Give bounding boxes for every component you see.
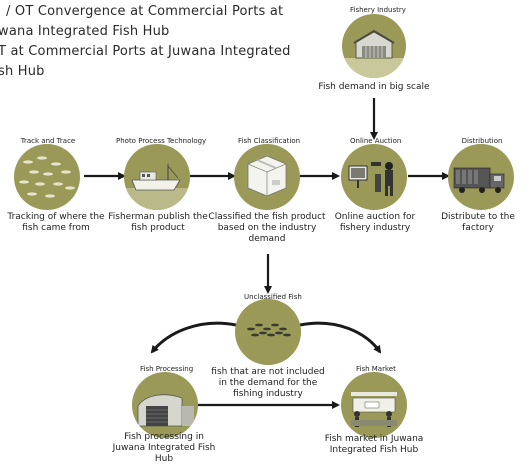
- fishing-ship-icon: [124, 164, 190, 210]
- online-auction-label: Online Auction: [350, 137, 402, 145]
- fish-market-label: Fish Market: [356, 365, 396, 373]
- heading-line-4: sh Hub: [0, 64, 45, 79]
- track-trace-node: [14, 144, 80, 210]
- fish-processing-node: [132, 372, 198, 438]
- fishery-industry-label: Fishery Industry: [350, 6, 406, 14]
- fish-school-icon: [19, 156, 75, 198]
- warehouse-icon: [137, 394, 194, 427]
- fish-classification-label: Fish Classification: [238, 137, 301, 145]
- online-auction-caption: Online auction for fishery industry: [334, 212, 416, 233]
- photo-process-caption: Fisherman publish the fish product: [108, 212, 208, 233]
- track-trace-caption: Tracking of where the fish came from: [7, 212, 105, 233]
- market-stall-icon: [351, 392, 397, 427]
- factory-icon: [342, 29, 406, 78]
- distribution-label: Distribution: [461, 137, 503, 145]
- photo-process-node: [124, 144, 190, 210]
- heading-line-2: wana Integrated Fish Hub: [0, 24, 170, 39]
- package-box-icon: [247, 155, 287, 197]
- truck-icon: [453, 167, 505, 193]
- arrow-unclassified-to-processing: [150, 321, 237, 354]
- fish-processing-label: Fish Processing: [140, 365, 194, 373]
- fishery-industry-node: [342, 14, 406, 78]
- fish-school-icon: [247, 323, 291, 337]
- auction-screen-icon: [348, 162, 393, 196]
- fish-market-node: [341, 372, 407, 438]
- heading-line-3: T at Commercial Ports at Juwana Integrat…: [0, 44, 291, 59]
- fishery-industry-caption: Fish demand in big scale: [318, 82, 430, 92]
- photo-process-label: Photo Process Technology: [116, 137, 207, 145]
- heading-line-1: / OT Convergence at Commercial Ports at: [6, 4, 284, 19]
- fish-classification-node: [234, 144, 300, 210]
- unclassified-fish-caption: fish that are not included in the demand…: [211, 367, 325, 399]
- online-auction-node: [341, 144, 407, 210]
- fish-market-caption: Fish market in Juwana Integrated Fish Hu…: [324, 434, 424, 455]
- fish-classification-caption: Classified the fish product based on the…: [208, 212, 326, 244]
- distribution-caption: Distribute to the factory: [441, 212, 515, 233]
- arrow-unclassified-to-market: [299, 321, 382, 354]
- unclassified-fish-node: [235, 299, 301, 365]
- distribution-node: [448, 144, 514, 210]
- fish-processing-caption: Fish processing in Juwana Integrated Fis…: [112, 432, 216, 464]
- unclassified-fish-label: Unclassified Fish: [244, 293, 302, 301]
- track-trace-label: Track and Trace: [20, 137, 76, 145]
